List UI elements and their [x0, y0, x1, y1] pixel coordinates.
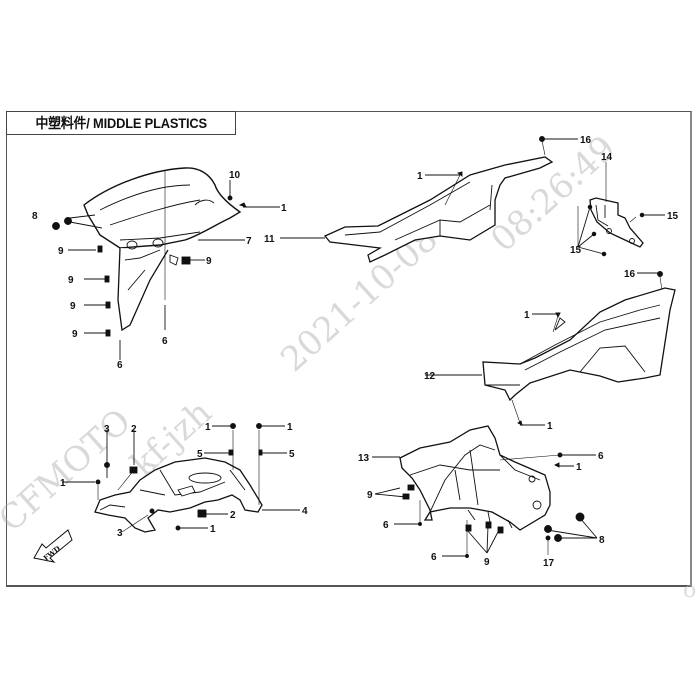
callout-1: 1: [281, 203, 287, 214]
callout-9: 9: [72, 329, 78, 340]
callout-5: 5: [197, 449, 203, 460]
part-13-seat-cover: [399, 425, 551, 531]
part-14-bracket: [589, 197, 644, 248]
callout-1: 1: [205, 422, 211, 433]
callout-9: 9: [68, 275, 74, 286]
callout-13: 13: [358, 453, 370, 464]
title-box: 中塑料件/ MIDDLE PLASTICS: [6, 111, 236, 135]
callout-6: 6: [431, 552, 437, 563]
callout-6: 6: [162, 336, 168, 347]
callout-4: 4: [302, 506, 308, 517]
callout-9: 9: [367, 490, 373, 501]
callout-3: 3: [117, 528, 123, 539]
callout-9: 9: [206, 256, 212, 267]
callout-10: 10: [229, 170, 241, 181]
callout-14: 14: [601, 152, 613, 163]
part-7-center-panel: [83, 167, 242, 332]
part-4-tank-cover: [94, 457, 263, 533]
callout-15: 15: [570, 245, 582, 256]
callout-5: 5: [289, 449, 295, 460]
callout-16: 16: [580, 135, 592, 146]
callout-1: 1: [524, 310, 530, 321]
callout-9: 9: [484, 557, 490, 568]
callout-17: 17: [543, 558, 555, 569]
callout-2: 2: [131, 424, 137, 435]
callout-2: 2: [230, 510, 236, 521]
callout-1: 1: [547, 421, 553, 432]
callout-1: 1: [287, 422, 293, 433]
callout-3: 3: [104, 424, 110, 435]
callout-1: 1: [576, 462, 582, 473]
callout-1: 1: [210, 524, 216, 535]
callout-9: 9: [70, 301, 76, 312]
fwd-arrow-icon: [33, 529, 73, 563]
callout-11: 11: [264, 234, 275, 245]
callout-6: 6: [598, 451, 604, 462]
part-11-side-panel: [323, 156, 554, 263]
callout-9: 9: [58, 246, 64, 257]
callout-1: 1: [60, 478, 66, 489]
callout-12: 12: [424, 371, 436, 382]
watermark-fragment: o: [683, 578, 697, 603]
callout-16: 16: [624, 269, 636, 280]
callout-8: 8: [599, 535, 605, 546]
callout-15: 15: [667, 211, 679, 222]
callout-8: 8: [32, 211, 38, 222]
callout-6: 6: [383, 520, 389, 531]
callout-6: 6: [117, 360, 123, 371]
callout-7: 7: [246, 236, 252, 247]
callout-1: 1: [417, 171, 423, 182]
page-title: 中塑料件/ MIDDLE PLASTICS: [35, 115, 207, 131]
part-12-side-panel: [482, 287, 676, 402]
